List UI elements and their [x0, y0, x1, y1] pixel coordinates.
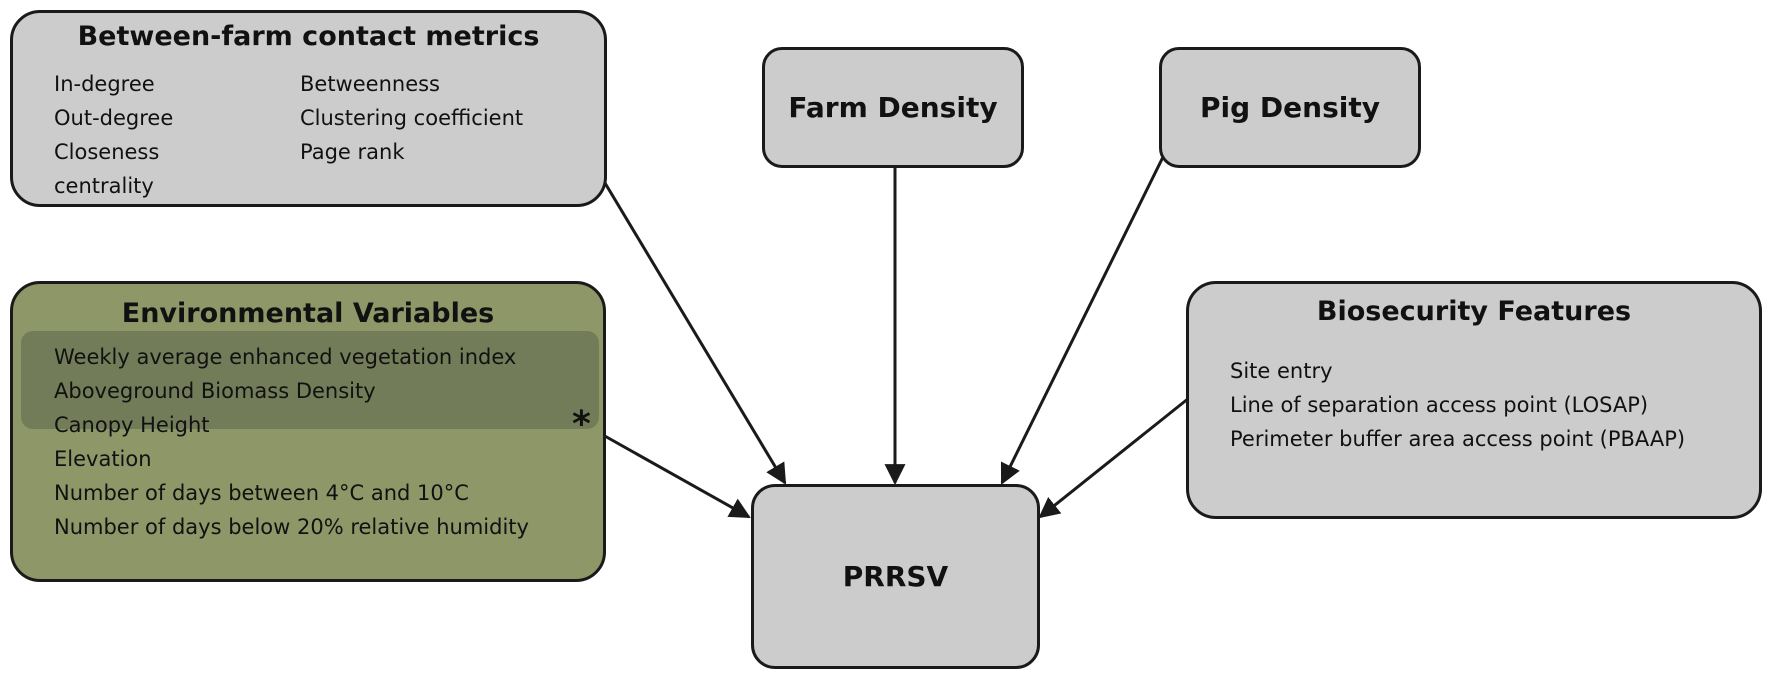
contact-metric-item: In-degree: [54, 72, 155, 96]
contact-metric-item: Out-degree: [54, 106, 174, 130]
significance-asterisk: *: [572, 404, 591, 445]
biosecurity-item: Line of separation access point (LOSAP): [1230, 393, 1649, 417]
contact-metric-item: Page rank: [300, 140, 405, 164]
environmental-item: Number of days between 4°C and 10°C: [54, 481, 469, 505]
environmental-variables-title: Environmental Variables: [121, 298, 495, 329]
contact-metrics-box: Between-farm contact metrics In-degree O…: [10, 10, 607, 207]
farm-density-label: Farm Density: [788, 91, 998, 124]
prrsv-label: PRRSV: [842, 560, 949, 593]
environmental-item: Aboveground Biomass Density: [54, 379, 376, 403]
contact-metric-item: Clustering coefficient: [300, 106, 524, 130]
arrow-contact-to-prrsv: [603, 182, 787, 485]
pig-density-box: Pig Density: [1159, 47, 1421, 168]
prrsv-box: PRRSV: [751, 484, 1040, 669]
environmental-item: Elevation: [54, 447, 152, 471]
biosecurity-item: Site entry: [1230, 359, 1333, 383]
environmental-item: Canopy Height: [54, 413, 210, 437]
environmental-variables-box: Environmental Variables Weekly average e…: [10, 281, 606, 582]
contact-metric-item: Betweenness: [300, 72, 440, 96]
farm-density-box: Farm Density: [762, 47, 1024, 168]
biosecurity-features-title: Biosecurity Features: [1316, 296, 1632, 327]
pig-density-label: Pig Density: [1200, 91, 1380, 124]
biosecurity-features-box: Biosecurity Features Site entry Line of …: [1186, 281, 1762, 519]
contact-metrics-title: Between-farm contact metrics: [77, 21, 540, 52]
biosecurity-item: Perimeter buffer area access point (PBAA…: [1230, 427, 1686, 451]
contact-metric-item: Closeness: [54, 140, 160, 164]
environmental-highlight-band: [21, 331, 599, 429]
arrow-environmental-to-prrsv: [602, 433, 751, 519]
environmental-item: Weekly average enhanced vegetation index: [54, 345, 517, 369]
arrow-biosecurity-to-prrsv: [1038, 396, 1190, 519]
environmental-item: Number of days below 20% relative humidi…: [54, 515, 529, 539]
arrow-pig-density-to-prrsv: [1000, 156, 1165, 485]
contact-metric-item: centrality: [54, 174, 154, 198]
